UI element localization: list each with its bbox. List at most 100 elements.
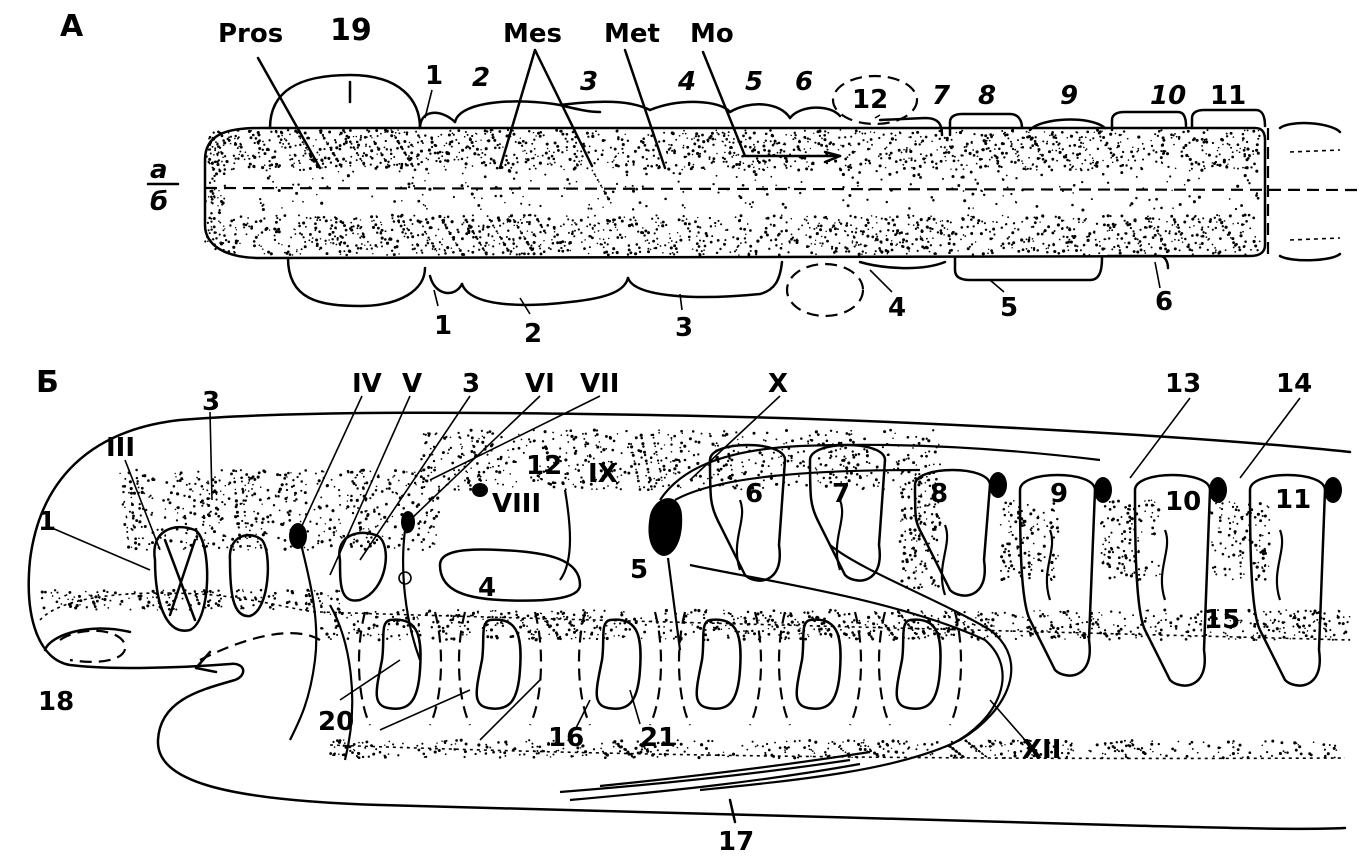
embryo-head-outline: [29, 413, 1350, 829]
met-pointer: [625, 50, 665, 168]
num-4-upper: 4: [677, 67, 696, 97]
label-vi: VI: [525, 369, 555, 399]
num-11-upper: 11: [1210, 81, 1246, 111]
nerve-x-trunk: [668, 558, 680, 650]
bulge-5-upper: [730, 104, 790, 118]
panel-a-label: А: [60, 9, 84, 44]
label-7-b: 7: [832, 479, 850, 509]
upper-numbers: 19 1 2 3 4 5 6 12 7 8 9 10 11: [330, 13, 1246, 115]
num-12-upper: 12: [852, 85, 888, 115]
label-6-b: 6: [745, 479, 763, 509]
region-mes-label: Mes: [503, 19, 562, 49]
spinal-ganglion: [1209, 477, 1227, 503]
posterior-segment-top: [1280, 123, 1340, 132]
stipple-pattern-a: [204, 129, 1260, 257]
segmental-nerve: [737, 500, 742, 570]
num-19: 19: [330, 13, 372, 48]
num-9-upper: 9: [1060, 81, 1078, 111]
axis-label-b: б: [150, 187, 168, 217]
num-5-lower: 5: [1000, 293, 1018, 323]
pointer-14: [1240, 398, 1300, 478]
label-15: 15: [1204, 605, 1240, 635]
myotome: [710, 445, 785, 581]
panel-b: Б: [29, 365, 1351, 857]
num-5-upper: 5: [745, 67, 763, 97]
neural-tube-outline: [205, 128, 1265, 258]
bulge-6-upper: [790, 108, 840, 118]
mo-pointer: [703, 52, 840, 156]
num-6-upper: 6: [795, 67, 813, 97]
spinal-ganglion: [989, 472, 1007, 498]
label-8-b: 8: [930, 479, 948, 509]
ganglion-x: [648, 498, 682, 556]
nerve-vii-trunk: [403, 530, 420, 660]
label-x: X: [768, 369, 788, 399]
label-17: 17: [718, 827, 754, 857]
myotomes: [710, 445, 1342, 686]
bulge-4-lower: [860, 262, 945, 268]
num-10-upper: 10: [1150, 81, 1186, 111]
ganglion-vii: [401, 511, 415, 533]
myotome: [915, 470, 990, 596]
hypobranchial-bundle-2: [570, 764, 860, 800]
bulge-11-upper: [1192, 110, 1265, 128]
num-1-lower: 1: [434, 311, 452, 341]
pointer-17: [730, 800, 735, 822]
ganglion-viii: [472, 483, 488, 497]
bulge-4-upper: [650, 102, 730, 112]
num-2-lower: 2: [524, 319, 542, 349]
num-2-upper: 2: [472, 63, 490, 93]
label-viii: VIII: [492, 489, 541, 519]
arrow-18-dashed: [200, 633, 320, 660]
bulge-1-lower-big: [288, 258, 425, 306]
label-1-b: 1: [38, 507, 56, 537]
label-13: 13: [1165, 369, 1201, 399]
num-4-lower: 4: [888, 293, 906, 323]
num-8-upper: 8: [978, 81, 996, 111]
label-3-top: 3: [202, 387, 220, 417]
bulge-2-lower: [462, 278, 628, 305]
gill-slit: [797, 620, 841, 709]
panel-a: А a б: [60, 9, 1360, 349]
label-14: 14: [1276, 369, 1312, 399]
bulge-3-lower: [628, 262, 782, 297]
pointer-3-top: [210, 412, 212, 500]
pointer-v: [330, 396, 410, 575]
label-5-b: 5: [630, 555, 648, 585]
label-9-b: 9: [1050, 479, 1068, 509]
num-3-upper: 3: [580, 67, 598, 97]
label-iii: III: [106, 433, 135, 463]
stipple-pattern-b: [41, 429, 1351, 760]
label-18: 18: [38, 687, 74, 717]
posterior-inner-lines: [1290, 150, 1340, 240]
spinal-ganglion: [1324, 477, 1342, 503]
label-11-b: 11: [1275, 485, 1311, 515]
pointer-iii: [125, 460, 160, 550]
label-21: 21: [640, 723, 676, 753]
trigeminal-trunk: [290, 540, 316, 740]
otic-region-4: [440, 550, 580, 601]
num-6-lower: 6: [1155, 287, 1173, 317]
gill-slits: [359, 612, 961, 725]
num-1-upper: 1: [425, 61, 443, 91]
label-4-b: 4: [478, 573, 496, 603]
segmental-nerve: [1277, 530, 1282, 600]
region-mo-label: Mo: [690, 19, 734, 49]
label-v: V: [402, 369, 422, 399]
midline-axis: [205, 188, 1360, 190]
label-xii: XII: [1022, 735, 1061, 765]
segmental-nerve: [837, 500, 842, 570]
vesicle-4-dashed: [787, 264, 863, 316]
gill-slit: [697, 620, 741, 709]
head-cavity-3: [339, 533, 385, 601]
pointer-iv: [300, 396, 362, 530]
pointers-16-21: [575, 690, 640, 730]
arrow-18-head: [196, 652, 216, 672]
nerve-ix-root: [560, 490, 570, 580]
ganglion-v: [289, 523, 307, 549]
segmental-nerve: [1162, 530, 1167, 600]
spinal-ganglion: [1094, 477, 1112, 503]
posterior-segment-bottom: [1280, 254, 1340, 260]
hypoglossal-inner: [690, 565, 1003, 745]
